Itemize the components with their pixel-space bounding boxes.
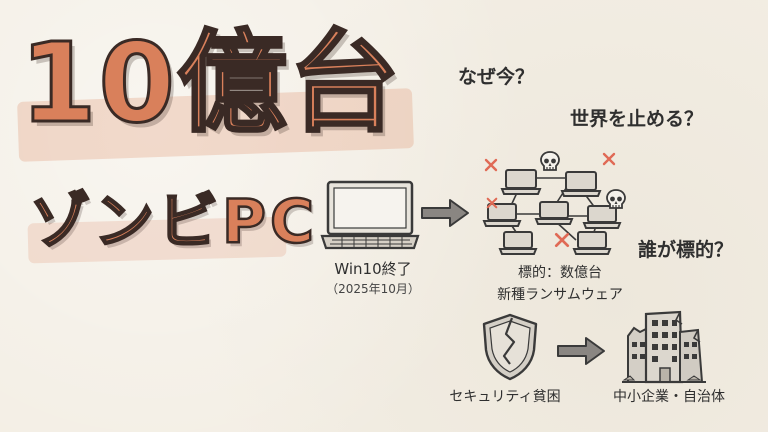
cracked-shield-icon [482, 313, 538, 381]
arrow-right-icon [557, 337, 605, 365]
skull-icon [606, 189, 626, 209]
x-mark-icon [486, 197, 498, 209]
skull-icon [540, 151, 560, 171]
security-caption: セキュリティ貧困 [449, 389, 561, 405]
arrow-right-icon [421, 199, 469, 227]
question-stop-world: 世界を止める？ [570, 108, 704, 130]
laptop-caption-title: Win10終了 [334, 260, 412, 278]
target-caption-ransomware: 新種ランサムウェア [497, 287, 623, 303]
target-caption-count: 標的：数億台 [518, 265, 602, 281]
question-who-target: 誰が標的？ [638, 239, 734, 261]
damaged-building-icon [622, 310, 706, 384]
laptop-icon [320, 180, 420, 250]
question-why-now: なぜ今？ [458, 66, 535, 88]
x-mark-icon [484, 158, 498, 172]
x-mark-icon [602, 152, 616, 166]
subtitle: ゾンビPC [29, 187, 319, 257]
laptop-caption-date: （2025年10月） [326, 282, 420, 296]
x-mark-icon [554, 232, 570, 248]
main-title: 10億台 [18, 19, 402, 147]
network-icon [482, 169, 622, 255]
organization-caption: 中小企業・自治体 [613, 389, 725, 405]
